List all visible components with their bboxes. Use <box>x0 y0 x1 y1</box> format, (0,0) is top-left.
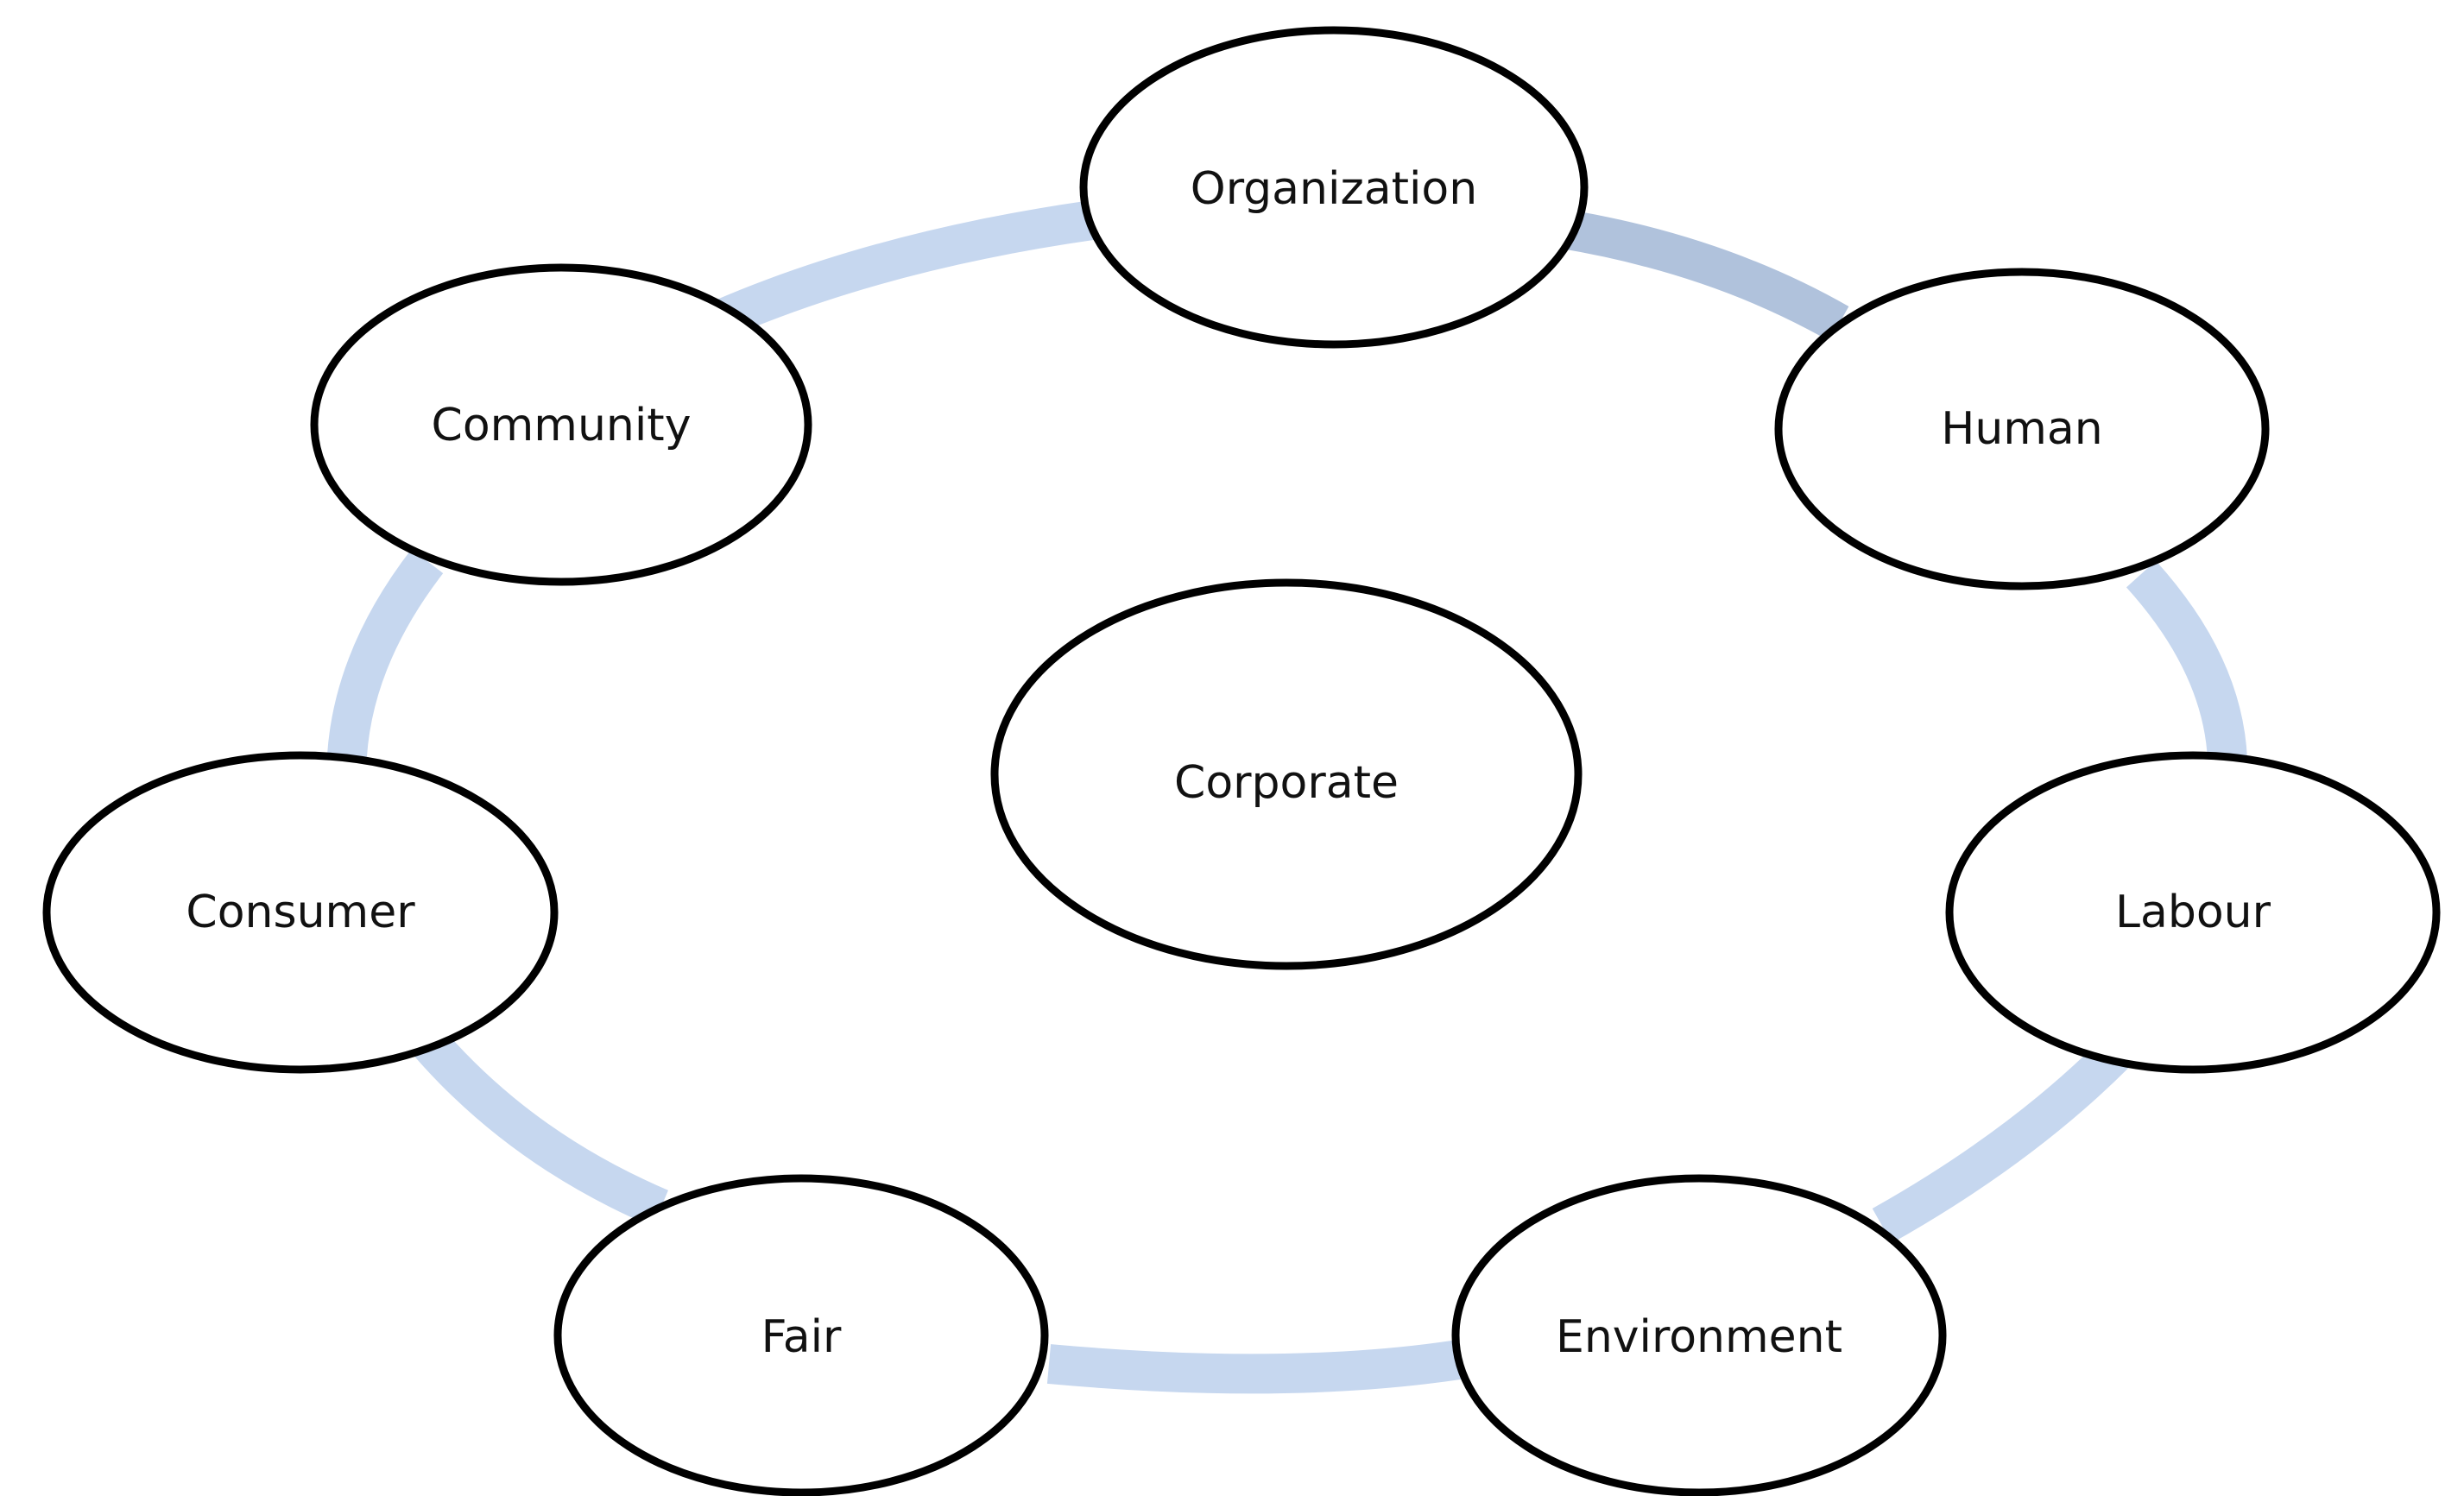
connector-ring <box>327 200 2247 1394</box>
node-human: Human <box>1774 268 2270 590</box>
node-corporate-label: Corporate <box>1174 757 1399 809</box>
node-consumer: Consumer <box>42 751 559 1074</box>
node-environment-ellipse <box>1451 1174 1947 1496</box>
node-organization: Organization <box>1079 26 1589 349</box>
node-community: Community <box>310 263 812 586</box>
node-labour: Labour <box>1945 751 2441 1074</box>
connector-labour-environment <box>1872 1038 2130 1244</box>
connector-fair-consumer <box>408 1023 668 1228</box>
node-fair-ellipse <box>553 1174 1049 1496</box>
node-fair-label: Fair <box>761 1311 842 1363</box>
node-organization-label: Organization <box>1191 163 1477 215</box>
node-human-ellipse <box>1774 268 2270 590</box>
connector-consumer-community <box>327 548 444 757</box>
connector-community-organization <box>712 200 1096 338</box>
connector-human-labour <box>2126 560 2247 761</box>
node-labour-ellipse <box>1945 751 2441 1074</box>
node-organization-ellipse <box>1079 26 1589 349</box>
node-environment: Environment <box>1451 1174 1947 1496</box>
node-consumer-label: Consumer <box>186 887 415 938</box>
node-fair: Fair <box>553 1174 1049 1496</box>
node-corporate-ellipse <box>990 578 1583 970</box>
node-environment-label: Environment <box>1556 1311 1842 1363</box>
node-community-ellipse <box>310 263 812 586</box>
connector-environment-fair <box>1046 1340 1463 1394</box>
node-corporate: Corporate <box>990 578 1583 970</box>
node-labour-label: Labour <box>2115 887 2271 938</box>
connector-organization-human <box>1559 209 1849 341</box>
node-consumer-ellipse <box>42 751 559 1074</box>
node-human-label: Human <box>1941 403 2103 455</box>
node-community-label: Community <box>432 400 692 451</box>
